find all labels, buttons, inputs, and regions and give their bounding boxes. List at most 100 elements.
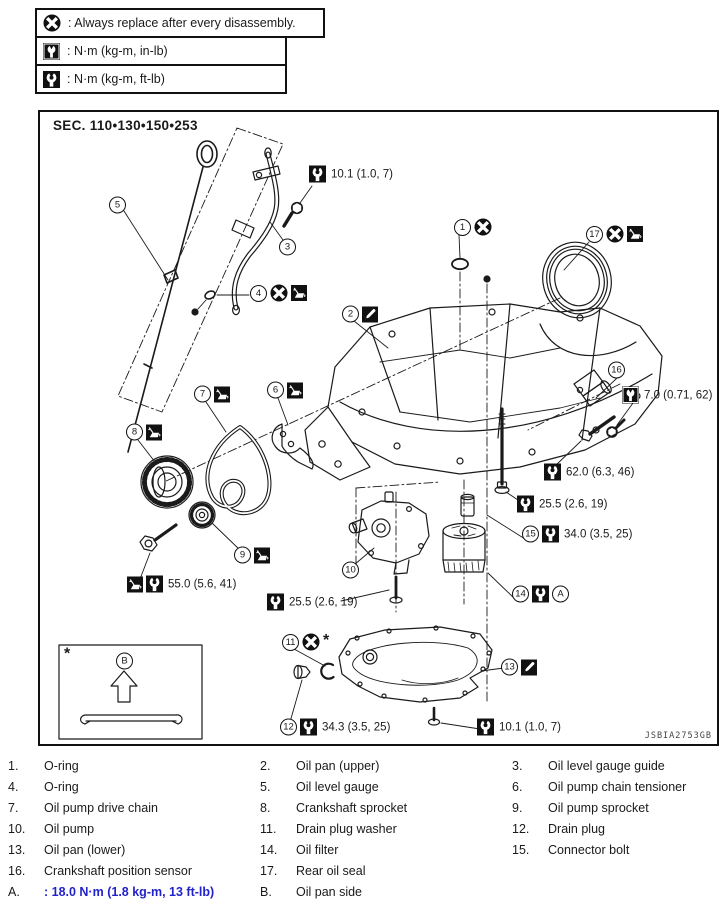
torque-ftlb-icon: [43, 70, 60, 88]
legend-row-ftlb: : N·m (kg-m, ft-lb): [35, 64, 287, 94]
part-number: 3.: [512, 759, 523, 773]
callout-number: 2: [342, 305, 359, 323]
callout-number: 9: [234, 546, 251, 564]
section-title: SEC. 110•130•150•253: [53, 118, 198, 133]
part-number: 12.: [512, 822, 530, 836]
part-label: Connector bolt: [548, 843, 630, 857]
part-label: [548, 861, 722, 882]
hex-bolt-drawing: [578, 415, 616, 442]
part-label: Oil pump drive chain: [44, 801, 158, 815]
crank-sprocket-drawing: [140, 455, 194, 509]
callout-2-oil-pan-upper: 2: [342, 305, 378, 323]
callout-number: 11: [282, 633, 299, 651]
callout-8-crankshaft-sprocket: 8: [126, 423, 162, 441]
torque-value: 55.0 (5.6, 41): [168, 578, 237, 590]
callout-16-crankshaft-position-sensor: 16: [608, 361, 625, 379]
part-number: [512, 882, 548, 903]
callout-17-rear-oil-seal: 17: [586, 225, 643, 243]
torque-ftlb-icon: [146, 575, 163, 593]
symbol-legend: : Always replace after every disassembly…: [35, 8, 325, 94]
asterisk: *: [64, 645, 71, 663]
part-label: Oil filter: [296, 843, 339, 857]
callout-3-oil-level-gauge-guide: 3: [279, 238, 296, 256]
callout-number: 15: [522, 525, 539, 543]
callout-10-oil-pump: 10: [342, 561, 359, 579]
callout-number: 4: [250, 284, 267, 302]
torque-inlb-icon: [622, 386, 639, 404]
figure-code: JSBIA2753GB: [644, 731, 712, 741]
part-number: A.: [8, 885, 20, 899]
legend-text: : N·m (kg-m, in-lb): [67, 44, 168, 58]
torque-label-10-1-bottom: 10.1 (1.0, 7): [477, 718, 562, 736]
replace-icon: [606, 225, 624, 243]
crank-sensor-drawing: [573, 369, 626, 438]
part-label: Drain plug: [548, 822, 605, 836]
part-number: 11.: [260, 822, 277, 836]
part-label: Oil pan side: [296, 885, 363, 899]
part-number: 8.: [260, 801, 271, 815]
sealant-icon: [362, 306, 378, 322]
torque-value: 25.5 (2.6, 19): [539, 498, 608, 510]
callout-number: 14: [512, 585, 529, 603]
torque-label-10-1-top: 10.1 (1.0, 7): [309, 165, 394, 183]
part-number: 2.: [260, 759, 271, 773]
part-number: 15.: [512, 843, 530, 857]
callout-13-oil-pan-lower: 13: [501, 658, 537, 676]
part-label: Rear oil seal: [296, 864, 366, 878]
legend-text: : N·m (kg-m, ft-lb): [67, 72, 165, 86]
drain-plug-drawing: [293, 662, 335, 680]
ref-letter: B: [116, 652, 133, 670]
drive-chain-drawing: [205, 425, 272, 516]
part-number: 16.: [8, 864, 26, 878]
legend-row-replace: : Always replace after every disassembly…: [35, 8, 325, 38]
callout-5-oil-level-gauge: 5: [109, 196, 126, 214]
oil-level-gauge-drawing: [127, 140, 218, 453]
torque-value: 10.1 (1.0, 7): [331, 168, 394, 180]
torque-value: 7.0 (0.71, 62): [644, 389, 713, 401]
torque-value: 25.5 (2.6, 19): [289, 596, 358, 608]
torque-ftlb-icon: [517, 495, 534, 513]
replace-icon: [270, 284, 288, 302]
torque-inlb-icon: [43, 42, 60, 60]
part-label: O-ring: [44, 780, 79, 794]
torque-label-55-0: 55.0 (5.6, 41): [127, 575, 237, 593]
callout-6-oil-pump-chain-tensioner: 6: [267, 381, 303, 399]
callout-number: 5: [109, 196, 126, 214]
legend-text: : Always replace after every disassembly…: [68, 16, 296, 30]
part-label: Oil pan (lower): [44, 843, 126, 857]
part-label: Oil pump sprocket: [548, 801, 649, 815]
torque-value: 10.1 (1.0, 7): [499, 721, 562, 733]
part-number: B.: [260, 885, 272, 899]
part-number: 14.: [260, 843, 278, 857]
lubricant-icon: [254, 547, 270, 563]
long-bolt-drawing: [494, 407, 510, 495]
callout-7-oil-pump-drive-chain: 7: [194, 385, 230, 403]
part-label: Drain plug washer: [296, 822, 397, 836]
oil-pan-lower-drawing: [338, 625, 493, 726]
part-number: 6.: [512, 780, 523, 794]
torque-ftlb-icon: [267, 593, 284, 611]
replace-icon: [474, 218, 492, 236]
part-number: 1.: [8, 759, 19, 773]
lubricant-icon: [287, 382, 303, 398]
chain-tensioner-drawing: [271, 423, 314, 470]
replace-icon: [302, 633, 320, 651]
torque-ftlb-icon: [477, 718, 494, 736]
part-label: Oil level gauge: [296, 780, 379, 794]
torque-value: 34.0 (3.5, 25): [564, 528, 633, 540]
torque-label-7-0: 7.0 (0.71, 62): [622, 386, 713, 404]
part-number: 17.: [260, 864, 278, 878]
callout-11-drain-plug-washer: 11*: [282, 632, 329, 651]
part-number: 10.: [8, 822, 26, 836]
callout-15-connector-bolt: 15 34.0 (3.5, 25): [522, 525, 633, 543]
leader-lines: [123, 185, 634, 730]
replace-icon: [43, 14, 61, 32]
torque-ftlb-icon: [309, 165, 326, 183]
part-number: 4.: [8, 780, 19, 794]
connector-bolt-drawing: [460, 493, 475, 517]
legend-row-inlb: : N·m (kg-m, in-lb): [35, 36, 287, 66]
torque-ftlb-icon: [532, 585, 549, 603]
guide-bolt-drawing: [282, 201, 304, 228]
